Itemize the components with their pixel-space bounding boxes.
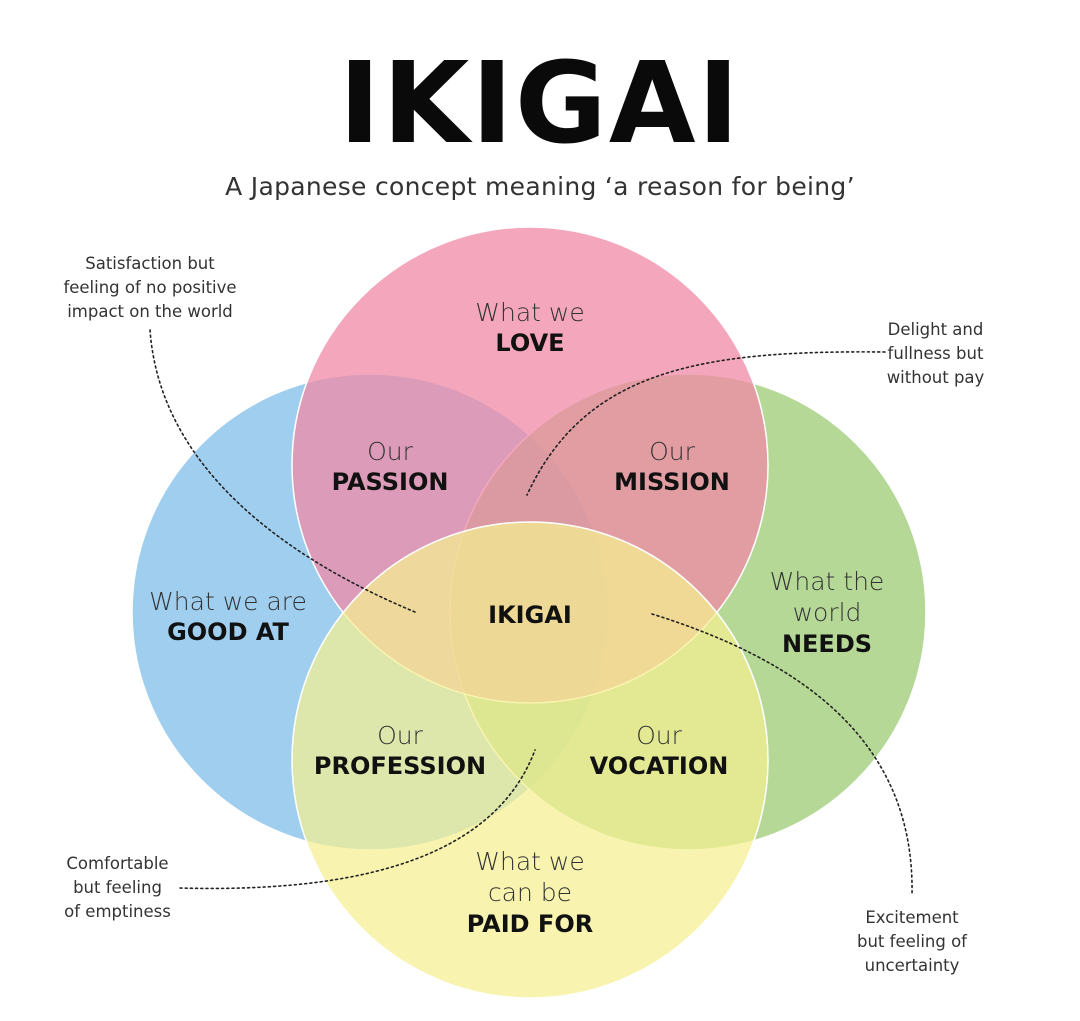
label-paid-for-line3: PAID FOR	[466, 909, 594, 938]
label-mission: Our MISSION	[582, 436, 762, 497]
label-passion: Our PASSION	[300, 436, 480, 497]
label-good-at-line2: GOOD AT	[167, 618, 289, 647]
label-paid-for-line1: What we	[475, 847, 585, 876]
label-needs-line2: world	[792, 598, 862, 628]
connector-bottom-right	[651, 613, 913, 896]
note-bottom-left-line1: Comfortable	[66, 854, 169, 873]
label-profession-line1: Our	[377, 721, 423, 750]
label-vocation: Our VOCATION	[569, 720, 749, 781]
label-paid-for: What we can be PAID FOR	[430, 846, 630, 939]
label-profession-line2: PROFESSION	[313, 752, 487, 781]
label-mission-line2: MISSION	[614, 468, 730, 497]
connector-top-right	[526, 351, 886, 496]
label-paid-for-line2: can be	[487, 878, 573, 908]
note-bottom-right-line3: uncertainty	[864, 955, 960, 975]
label-needs-line1: What the	[769, 567, 885, 596]
label-needs: What the world NEEDS	[737, 566, 917, 659]
note-top-right: Delight and fullness but without pay	[873, 318, 998, 390]
label-needs-line3: NEEDS	[781, 629, 873, 658]
note-bottom-left-line3: of emptiness	[64, 901, 171, 921]
label-passion-line2: PASSION	[331, 468, 449, 497]
circle-paid-for	[291, 521, 769, 999]
note-bottom-right: Excitement but feeling of uncertainty	[842, 906, 982, 978]
note-top-left: Satisfaction but feeling of no positive …	[40, 252, 260, 324]
note-bottom-left: Comfortable but feeling of emptiness	[50, 852, 185, 924]
connector-bottom-left	[179, 749, 536, 890]
note-bottom-right-line2: but feeling of	[856, 931, 967, 951]
label-good-at-line1: What we are	[149, 587, 307, 616]
note-top-right-line2: fullness but	[887, 343, 984, 363]
label-love: What we LOVE	[430, 297, 630, 358]
label-passion-line1: Our	[367, 437, 413, 466]
note-top-left-line2: feeling of no positive	[63, 277, 237, 297]
label-vocation-line1: Our	[636, 721, 682, 750]
note-top-right-line1: Delight and	[887, 320, 984, 339]
note-bottom-right-line1: Excitement	[865, 908, 959, 927]
label-love-line1: What we	[475, 298, 585, 327]
label-mission-line1: Our	[649, 437, 695, 466]
label-vocation-line2: VOCATION	[589, 752, 729, 781]
page-title: IKIGAI	[338, 39, 742, 169]
connector-top-left	[149, 329, 416, 613]
note-bottom-left-line2: but feeling	[73, 877, 162, 897]
note-top-right-line3: without pay	[886, 367, 985, 387]
label-ikigai-center-text: IKIGAI	[488, 601, 572, 629]
label-good-at: What we are GOOD AT	[128, 586, 328, 647]
label-ikigai-center: IKIGAI	[450, 600, 610, 630]
page-subtitle: A Japanese concept meaning ‘a reason for…	[225, 172, 855, 201]
note-top-left-line1: Satisfaction but	[85, 254, 215, 273]
note-top-left-line3: impact on the world	[67, 301, 233, 321]
label-love-line2: LOVE	[495, 329, 565, 358]
label-profession: Our PROFESSION	[295, 720, 505, 781]
